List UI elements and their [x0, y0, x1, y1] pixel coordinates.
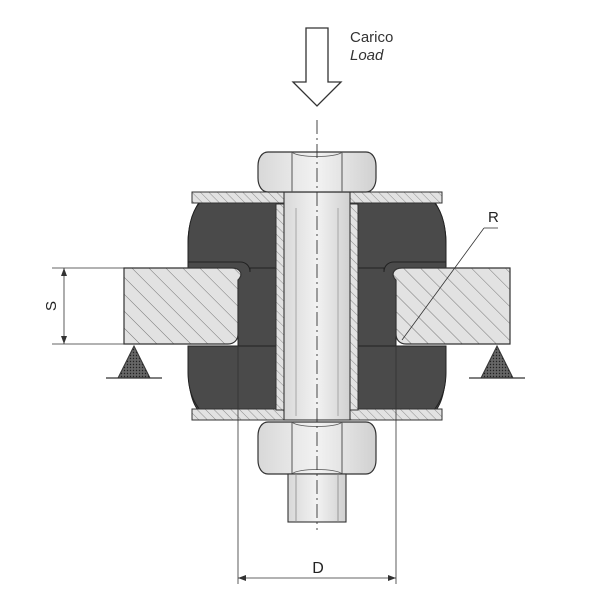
inner-sleeve-left — [275, 203, 285, 411]
base-plate-left — [123, 267, 242, 345]
inner-sleeve-right — [349, 203, 359, 411]
diameter-dimension — [237, 346, 397, 584]
support-triangle-icon — [106, 344, 162, 379]
load-label-primary: Carico — [350, 29, 393, 46]
base-plate-right — [392, 267, 511, 345]
top-washer-left — [191, 191, 285, 204]
diameter-label: D — [312, 560, 324, 577]
thickness-dimension — [52, 267, 124, 345]
rubber-lower-right — [355, 345, 447, 411]
load-label-secondary: Load — [350, 47, 384, 64]
down-arrow-icon — [291, 27, 343, 107]
rubber-upper-left — [187, 201, 279, 273]
support-triangle-icon — [469, 344, 525, 379]
radius-label: R — [488, 209, 499, 226]
radius-leader — [401, 227, 498, 341]
rubber-lower-left — [187, 345, 279, 411]
thickness-label: S — [43, 301, 60, 311]
rubber-upper-right — [355, 201, 447, 273]
nut — [257, 421, 377, 475]
top-washer-right — [349, 191, 443, 204]
